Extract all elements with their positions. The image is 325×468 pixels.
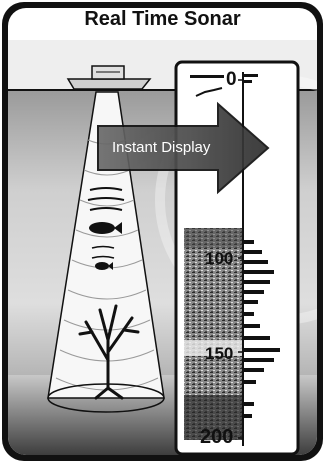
arrow-label: Instant Display [112,139,232,156]
page-title: Real Time Sonar [0,8,325,31]
depth-label-100: 100 [205,250,233,267]
depth-label-0: 0 [226,70,237,89]
depth-label-150: 150 [205,345,233,362]
depth-label-200: 200 [200,427,233,447]
